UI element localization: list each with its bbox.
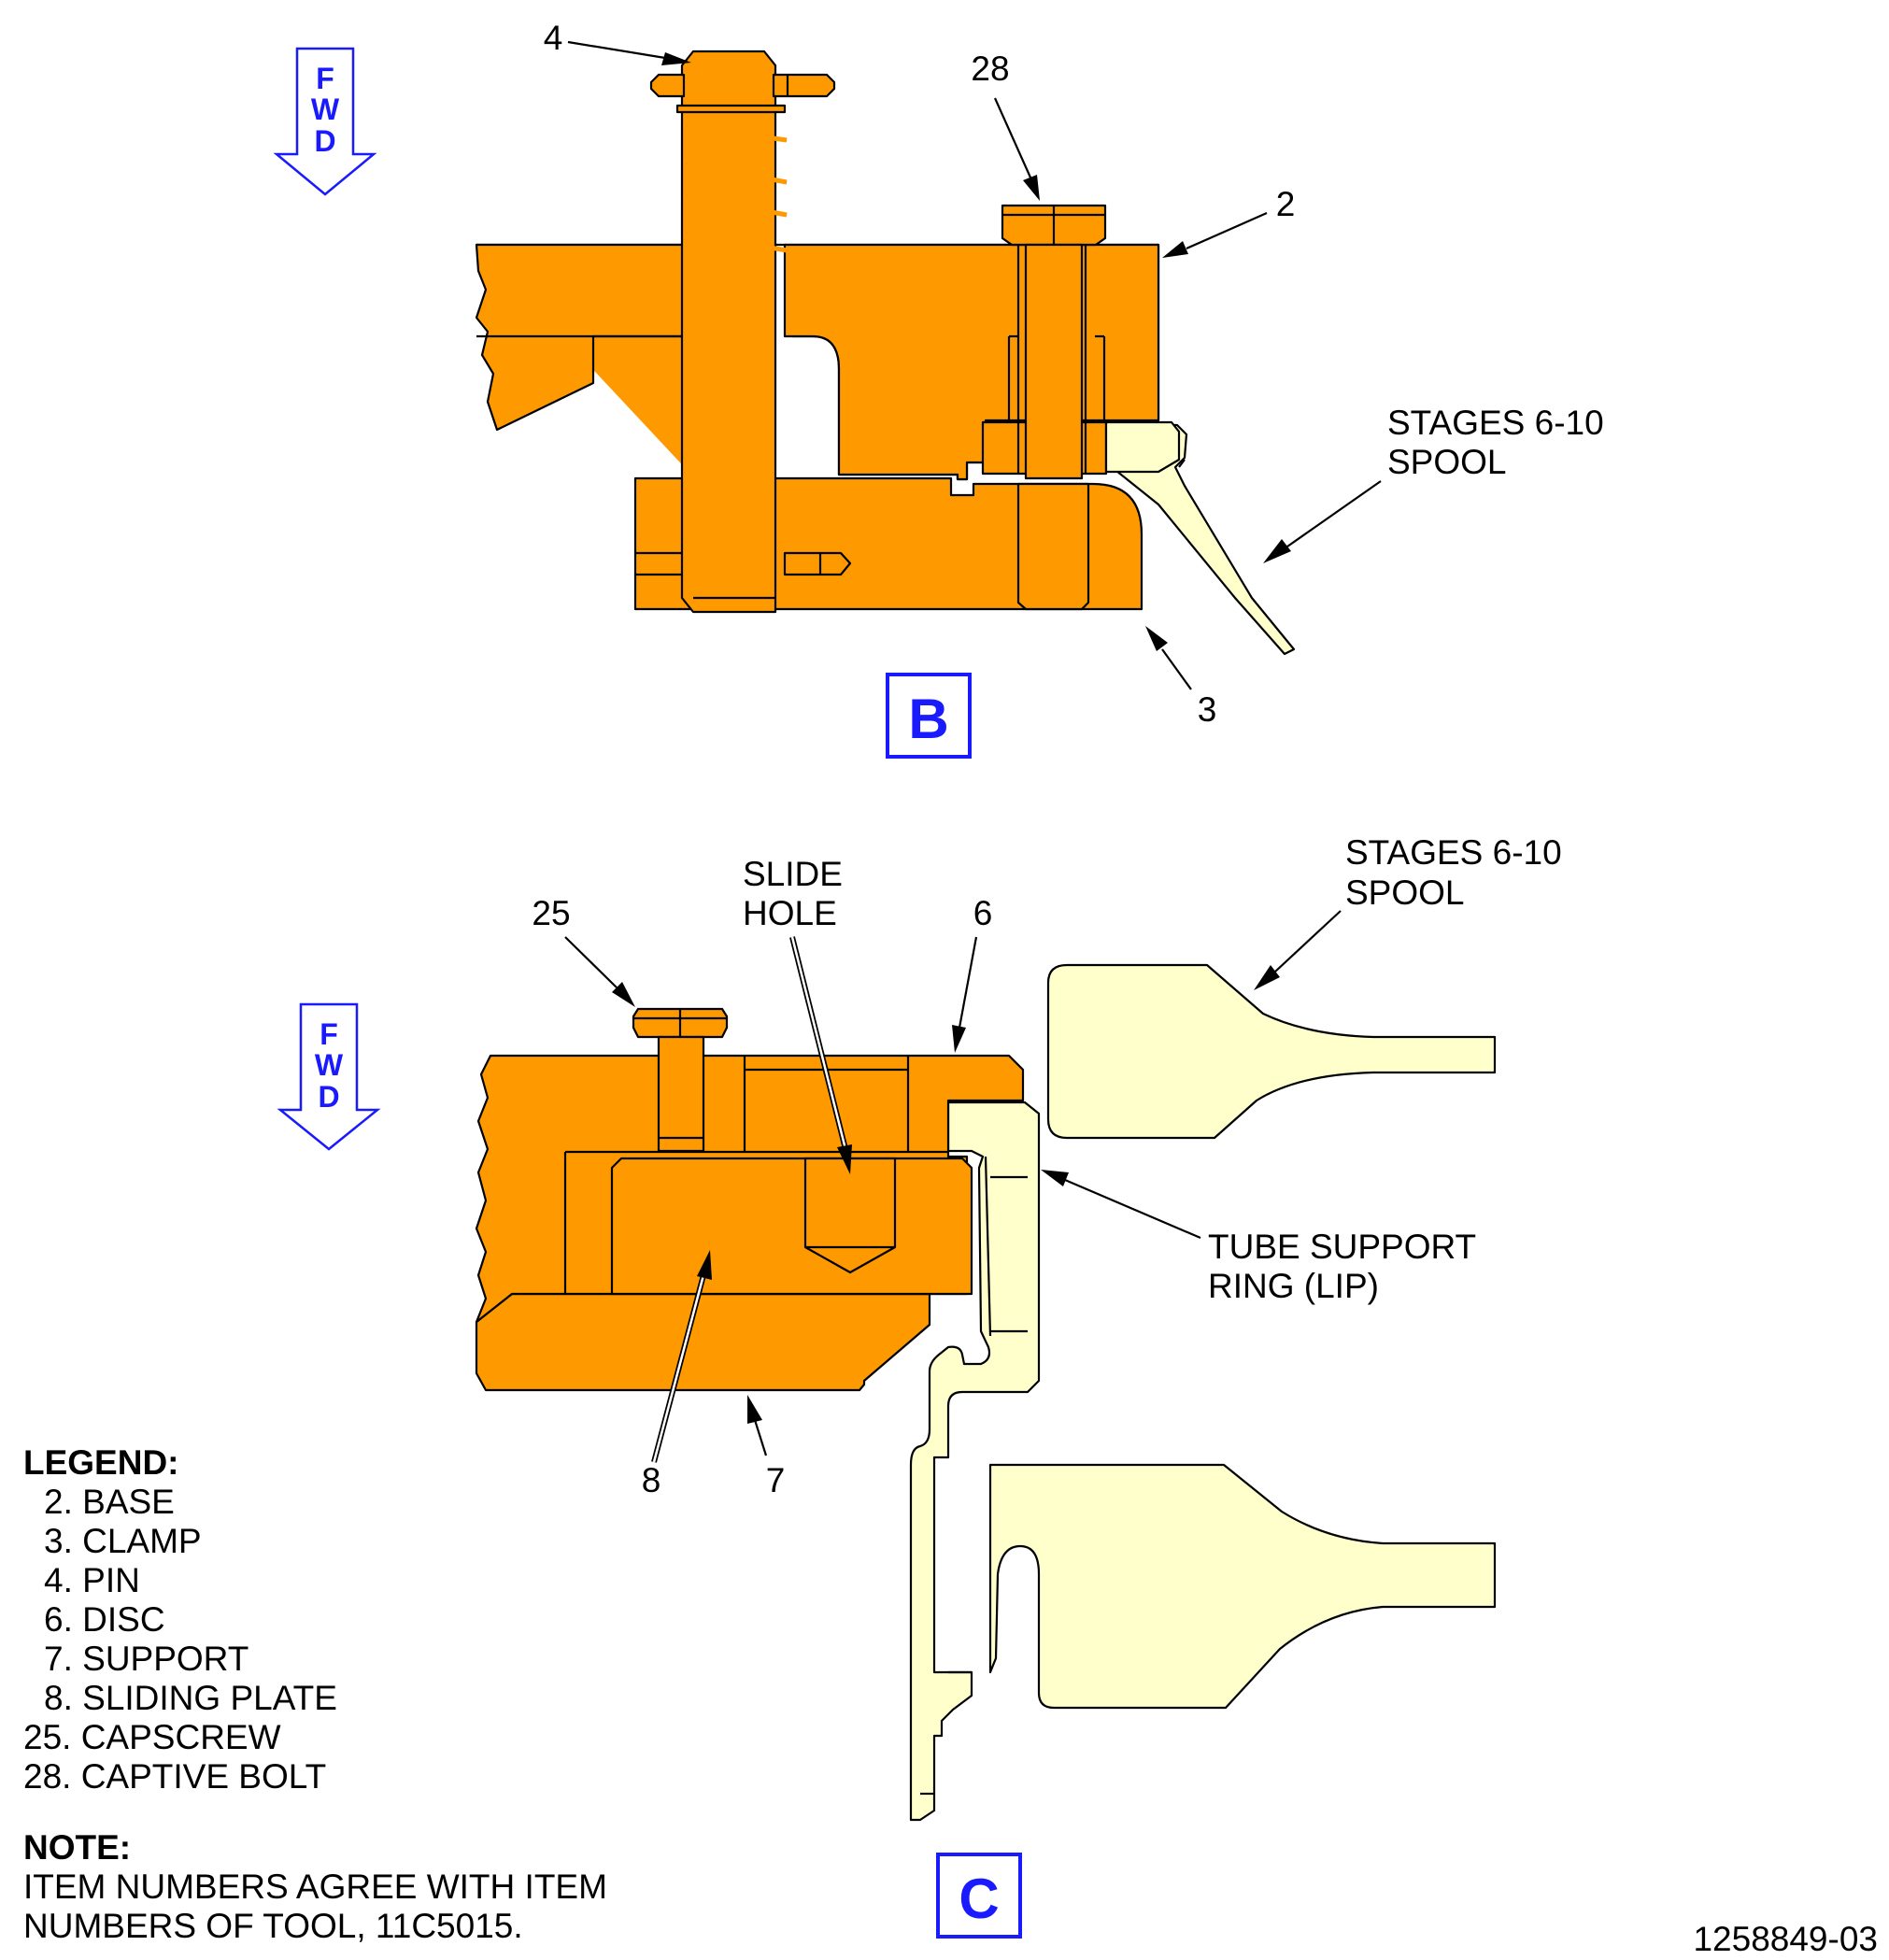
callout-disc-c: 6: [952, 894, 992, 1053]
sliding-plate-c: [610, 1157, 973, 1296]
legend-item-disc: 6. DISC: [44, 1600, 165, 1639]
legend-item-captive-bolt: 28. CAPTIVE BOLT: [23, 1757, 326, 1796]
figure-id: 1258849-03: [1693, 1920, 1878, 1958]
legend-title: LEGEND:: [23, 1443, 179, 1482]
callout-spool-c-line1: STAGES 6-10: [1345, 833, 1562, 872]
legend: LEGEND: 2. BASE 3. CLAMP 4. PIN 6. DISC …: [23, 1443, 337, 1796]
fwd-letter-d-c: D: [318, 1080, 339, 1114]
view-b: F W D: [273, 19, 1604, 759]
view-letter-c: C: [959, 1868, 999, 1930]
callout-pin-b: 4: [544, 19, 691, 65]
fwd-letter-f-c: F: [320, 1017, 338, 1051]
callout-spool-c: STAGES 6-10 SPOOL: [1254, 833, 1562, 990]
callout-clamp-b: 3: [1145, 626, 1216, 729]
spool-face-b: [1104, 420, 1181, 474]
fwd-letter-w-c: W: [315, 1048, 344, 1082]
fwd-arrow-b: F W D: [273, 47, 377, 196]
callout-capscrew-c: 25: [532, 894, 635, 1007]
legend-item-sliding-plate: 8. SLIDING PLATE: [44, 1679, 337, 1717]
note: NOTE: ITEM NUMBERS AGREE WITH ITEM NUMBE…: [23, 1828, 607, 1945]
fwd-letter-f: F: [316, 62, 334, 95]
legend-item-capscrew: 25. CAPSCREW: [23, 1718, 281, 1756]
callout-spool-b-line2: SPOOL: [1387, 443, 1507, 481]
note-line-1: ITEM NUMBERS AGREE WITH ITEM: [23, 1868, 607, 1906]
spool-upper-c: [1046, 963, 1497, 1140]
note-title: NOTE:: [23, 1828, 131, 1867]
view-label-b: B: [886, 673, 972, 759]
pin-end-b: [783, 551, 852, 576]
capscrew-c: [632, 1007, 729, 1153]
callout-spool-b-line1: STAGES 6-10: [1387, 404, 1604, 442]
slide-hole-c: [803, 1157, 897, 1274]
callout-8: 8: [642, 1461, 661, 1499]
tube-support-ring-c: [909, 1101, 1041, 1822]
callout-ring-line2: RING (LIP): [1208, 1267, 1379, 1305]
fwd-letter-d: D: [314, 124, 335, 158]
legend-item-clamp: 3. CLAMP: [44, 1522, 202, 1560]
callout-2: 2: [1276, 185, 1296, 223]
callout-ring-line1: TUBE SUPPORT: [1208, 1228, 1476, 1266]
note-line-2: NUMBERS OF TOOL, 11C5015.: [23, 1907, 523, 1945]
callout-28: 28: [971, 50, 1009, 88]
callout-7: 7: [766, 1461, 786, 1499]
callout-ring-c: TUBE SUPPORT RING (LIP): [1041, 1170, 1476, 1305]
view-c: F W D: [277, 833, 1562, 1939]
spool-lower-c: [988, 1463, 1497, 1710]
captive-bolt-b: [1001, 204, 1107, 611]
callout-25: 25: [532, 894, 570, 932]
legend-item-pin: 4. PIN: [44, 1561, 140, 1599]
fwd-letter-w: W: [311, 92, 340, 126]
callout-3: 3: [1198, 690, 1217, 729]
callout-support-c: 7: [747, 1395, 785, 1499]
callout-slide-hole-line1: SLIDE: [743, 855, 843, 893]
callout-base-b: 2: [1162, 185, 1295, 258]
spool-flange-b: [1103, 423, 1296, 656]
view-letter-b: B: [908, 688, 948, 750]
callout-bolt-b: 28: [971, 50, 1040, 201]
callout-6: 6: [973, 894, 993, 932]
pin-b: [649, 50, 836, 614]
view-label-c: C: [936, 1853, 1022, 1939]
callout-spool-c-line2: SPOOL: [1345, 873, 1465, 912]
callout-slide-hole-line2: HOLE: [743, 894, 837, 932]
callout-spool-b: STAGES 6-10 SPOOL: [1263, 404, 1604, 563]
callout-slide-hole-c: SLIDE HOLE: [743, 855, 852, 1174]
callout-plate-c: 8: [642, 1250, 712, 1499]
support-c: [475, 1292, 931, 1392]
legend-item-support: 7. SUPPORT: [44, 1640, 249, 1678]
callout-4: 4: [544, 19, 563, 57]
legend-item-base: 2. BASE: [44, 1483, 175, 1521]
fwd-arrow-c: F W D: [277, 1002, 381, 1151]
